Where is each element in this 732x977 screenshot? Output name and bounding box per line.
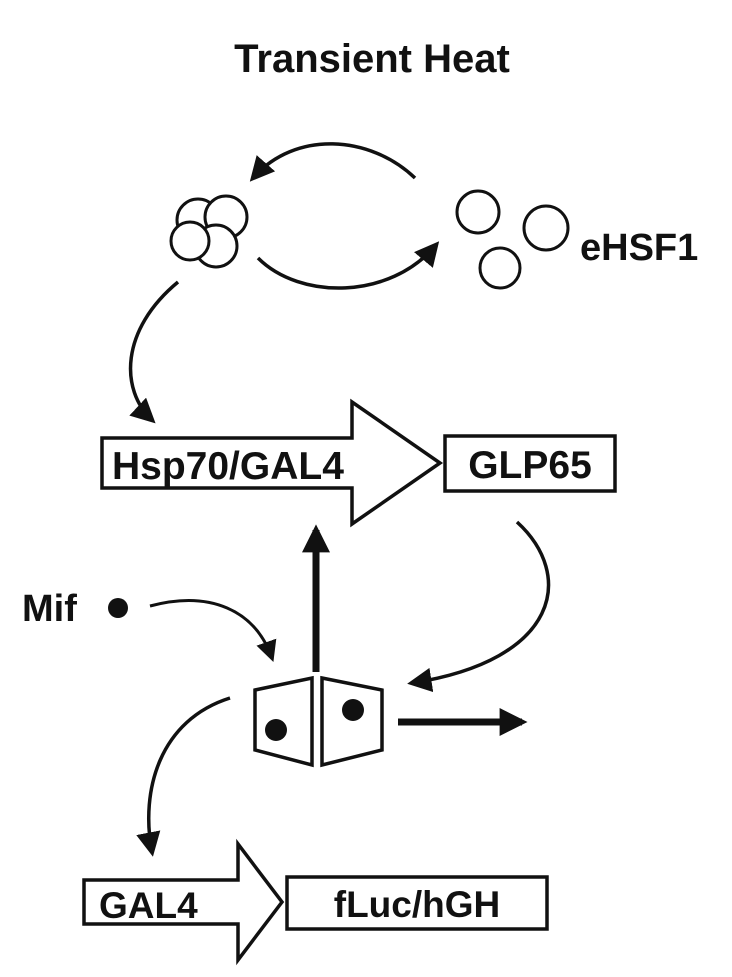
ehsf1-label: eHSF1 [580, 227, 698, 269]
hsf1-trimer [169, 194, 249, 269]
dimer-left-mif-dot [265, 719, 287, 741]
dimer-left-subunit [253, 675, 314, 768]
mif-label: Mif [22, 588, 77, 630]
trimer-dissociation-arrow [256, 241, 440, 290]
fluc-hgh-gene-box [285, 875, 549, 931]
hsp70-gal4-promoter-label: Hsp70/GAL4 [112, 445, 344, 488]
gal4-promoter-label: GAL4 [99, 885, 198, 926]
glp65-expression-arrow [407, 520, 551, 693]
mif-ligand-dot [108, 598, 128, 618]
hsf1-activation-arrow [128, 280, 180, 424]
glp65-gene-label: GLP65 [468, 444, 592, 487]
fluc-hgh-gene-label: fLuc/hGH [334, 884, 500, 925]
ehsf1-monomers [455, 189, 570, 290]
mif-binding-arrow [149, 599, 277, 662]
gal4-promoter-arrow [82, 838, 285, 966]
diagram-title: Transient Heat [234, 37, 510, 81]
dimer-right-subunit [320, 675, 384, 768]
glp65-dimer [253, 675, 384, 768]
trimer-formation-arrow [249, 142, 417, 182]
glp65-gene-box [443, 434, 617, 493]
dimer-right-mif-dot [342, 699, 364, 721]
reporter-activation-arrow [136, 696, 231, 857]
hsp70-gal4-promoter-arrow [100, 398, 444, 528]
